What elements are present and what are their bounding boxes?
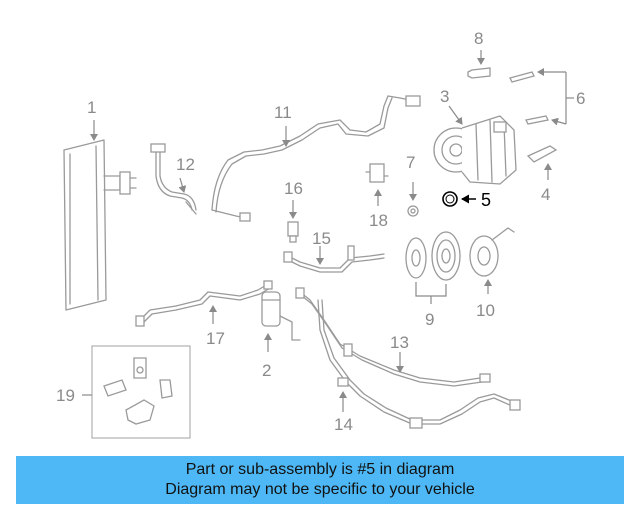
valve-4-part	[526, 145, 558, 180]
label-8: 8	[474, 29, 483, 48]
label-1: 1	[87, 98, 96, 117]
banner-line-1: Part or sub-assembly is #5 in diagram	[185, 461, 455, 478]
label-17: 17	[206, 329, 225, 348]
label-13: 13	[390, 333, 409, 352]
label-19: 19	[56, 386, 75, 405]
clutch-9-part	[405, 231, 461, 304]
label-7: 7	[406, 153, 415, 172]
washer-7-part	[407, 182, 419, 217]
bolt-8-part	[467, 50, 491, 79]
hose-17-part	[135, 280, 273, 327]
label-15: 15	[312, 229, 331, 248]
drier-2-part	[261, 291, 301, 352]
label-6: 6	[576, 89, 585, 108]
label-9: 9	[425, 310, 434, 329]
kit-19-part	[82, 345, 191, 439]
label-4: 4	[541, 185, 550, 204]
studs-6-part	[509, 68, 574, 126]
compressor-part	[433, 105, 517, 185]
label-16: 16	[284, 179, 303, 198]
sensor-18-part	[365, 163, 389, 206]
label-3: 3	[440, 87, 449, 106]
label-12: 12	[176, 155, 195, 174]
switch-16-part	[287, 200, 299, 243]
label-18: 18	[369, 211, 388, 230]
label-10: 10	[476, 301, 495, 320]
label-14: 14	[334, 415, 353, 434]
hose-14-part	[317, 299, 521, 429]
tube-15-part	[283, 245, 385, 273]
info-banner: Part or sub-assembly is #5 in diagram Di…	[16, 456, 624, 504]
hose-13-part	[295, 287, 491, 387]
label-11: 11	[274, 103, 292, 122]
parts-diagram: 1 12 11 8 6	[56, 29, 585, 439]
coil-10-part	[469, 227, 515, 294]
banner-line-2: Diagram may not be specific to your vehi…	[165, 481, 475, 498]
hose-12-part	[150, 143, 197, 215]
label-5: 5	[481, 190, 491, 210]
label-2: 2	[262, 361, 271, 380]
oring-5-part	[442, 191, 476, 207]
condenser-part	[63, 120, 137, 311]
hose-11-part	[211, 95, 421, 222]
